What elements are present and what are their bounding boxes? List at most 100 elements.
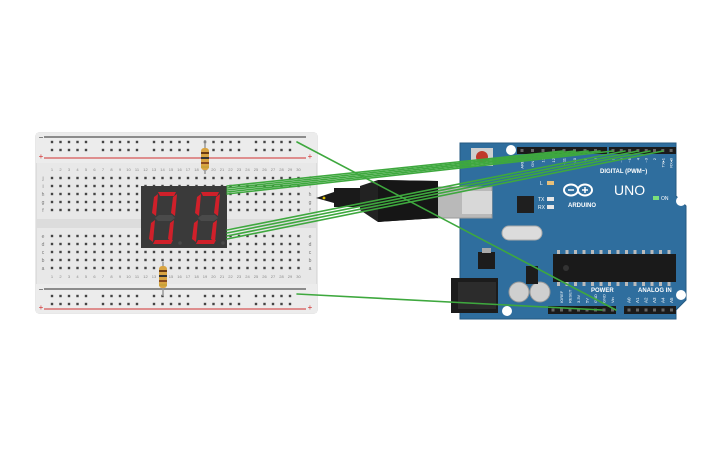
digital-pin[interactable] [520, 149, 524, 152]
terminal-hole[interactable] [127, 266, 130, 270]
jumper-wire[interactable] [226, 150, 601, 193]
rail-hole[interactable] [135, 294, 139, 298]
rail-hole[interactable] [237, 140, 241, 144]
terminal-hole[interactable] [135, 234, 139, 238]
terminal-hole[interactable] [118, 184, 122, 188]
power-pin[interactable] [577, 308, 580, 312]
terminal-hole[interactable] [288, 184, 292, 188]
rail-hole[interactable] [212, 148, 215, 152]
rail-hole[interactable] [271, 148, 275, 152]
rail-hole[interactable] [118, 140, 122, 144]
jumper-wire[interactable] [226, 150, 651, 237]
terminal-hole[interactable] [93, 192, 96, 196]
terminal-hole[interactable] [254, 208, 258, 212]
terminal-hole[interactable] [135, 192, 139, 196]
terminal-hole[interactable] [186, 176, 190, 180]
terminal-hole[interactable] [118, 208, 122, 212]
terminal-hole[interactable] [59, 208, 62, 212]
terminal-hole[interactable] [59, 266, 62, 270]
terminal-hole[interactable] [84, 184, 88, 188]
terminal-hole[interactable] [144, 258, 147, 262]
terminal-hole[interactable] [93, 250, 96, 254]
terminal-hole[interactable] [127, 200, 130, 204]
terminal-hole[interactable] [101, 250, 105, 254]
terminal-hole[interactable] [212, 250, 215, 254]
terminal-hole[interactable] [280, 208, 283, 212]
terminal-hole[interactable] [212, 258, 215, 262]
rail-hole[interactable] [280, 148, 283, 152]
rail-hole[interactable] [237, 302, 241, 306]
rail-hole[interactable] [254, 140, 258, 144]
digital-pin[interactable] [552, 149, 555, 152]
power-pin[interactable] [568, 308, 572, 312]
terminal-hole[interactable] [84, 200, 88, 204]
rail-hole[interactable] [110, 148, 113, 152]
terminal-hole[interactable] [118, 258, 122, 262]
terminal-hole[interactable] [280, 250, 283, 254]
terminal-hole[interactable] [263, 250, 266, 254]
jumper-wire[interactable] [226, 150, 664, 240]
rail-hole[interactable] [288, 294, 292, 298]
terminal-hole[interactable] [135, 250, 139, 254]
rail-hole[interactable] [229, 302, 232, 306]
terminal-hole[interactable] [50, 234, 54, 238]
terminal-hole[interactable] [220, 258, 224, 262]
terminal-hole[interactable] [110, 200, 113, 204]
terminal-hole[interactable] [93, 176, 96, 180]
terminal-hole[interactable] [297, 192, 300, 196]
terminal-hole[interactable] [280, 266, 283, 270]
rail-hole[interactable] [67, 294, 71, 298]
rail-hole[interactable] [280, 302, 283, 306]
terminal-hole[interactable] [254, 234, 258, 238]
terminal-hole[interactable] [110, 208, 113, 212]
power-pin[interactable] [560, 308, 563, 312]
rail-hole[interactable] [280, 294, 283, 298]
terminal-hole[interactable] [237, 200, 241, 204]
terminal-hole[interactable] [280, 200, 283, 204]
terminal-hole[interactable] [288, 258, 292, 262]
terminal-hole[interactable] [237, 266, 241, 270]
rail-hole[interactable] [76, 294, 79, 298]
terminal-hole[interactable] [118, 200, 122, 204]
terminal-hole[interactable] [127, 192, 130, 196]
terminal-hole[interactable] [297, 258, 300, 262]
terminal-hole[interactable] [280, 234, 283, 238]
rail-hole[interactable] [263, 140, 266, 144]
terminal-hole[interactable] [186, 250, 190, 254]
rail-hole[interactable] [135, 302, 139, 306]
resistor-bottom[interactable] [159, 262, 167, 296]
terminal-hole[interactable] [67, 208, 71, 212]
terminal-hole[interactable] [263, 208, 266, 212]
rail-hole[interactable] [229, 140, 232, 144]
terminal-hole[interactable] [288, 176, 292, 180]
terminal-hole[interactable] [118, 250, 122, 254]
terminal-hole[interactable] [101, 192, 105, 196]
terminal-hole[interactable] [263, 258, 266, 262]
terminal-hole[interactable] [237, 242, 241, 246]
terminal-hole[interactable] [84, 192, 88, 196]
terminal-hole[interactable] [93, 208, 96, 212]
rail-hole[interactable] [288, 302, 292, 306]
rail-hole[interactable] [212, 140, 215, 144]
terminal-hole[interactable] [110, 184, 113, 188]
rail-hole[interactable] [76, 302, 79, 306]
analog-pin[interactable] [661, 308, 665, 312]
terminal-hole[interactable] [93, 242, 96, 246]
terminal-hole[interactable] [161, 258, 164, 262]
terminal-hole[interactable] [152, 250, 156, 254]
terminal-hole[interactable] [127, 250, 130, 254]
rail-hole[interactable] [203, 294, 207, 298]
terminal-hole[interactable] [237, 258, 241, 262]
terminal-hole[interactable] [67, 176, 71, 180]
terminal-hole[interactable] [246, 200, 249, 204]
rail-hole[interactable] [203, 302, 207, 306]
jumper-wire[interactable] [226, 150, 639, 234]
rail-hole[interactable] [229, 294, 232, 298]
analog-pin[interactable] [636, 308, 639, 312]
rail-hole[interactable] [59, 302, 62, 306]
rail-hole[interactable] [178, 148, 181, 152]
rail-hole[interactable] [101, 302, 105, 306]
terminal-hole[interactable] [288, 242, 292, 246]
rail-hole[interactable] [178, 140, 181, 144]
rail-hole[interactable] [263, 148, 266, 152]
